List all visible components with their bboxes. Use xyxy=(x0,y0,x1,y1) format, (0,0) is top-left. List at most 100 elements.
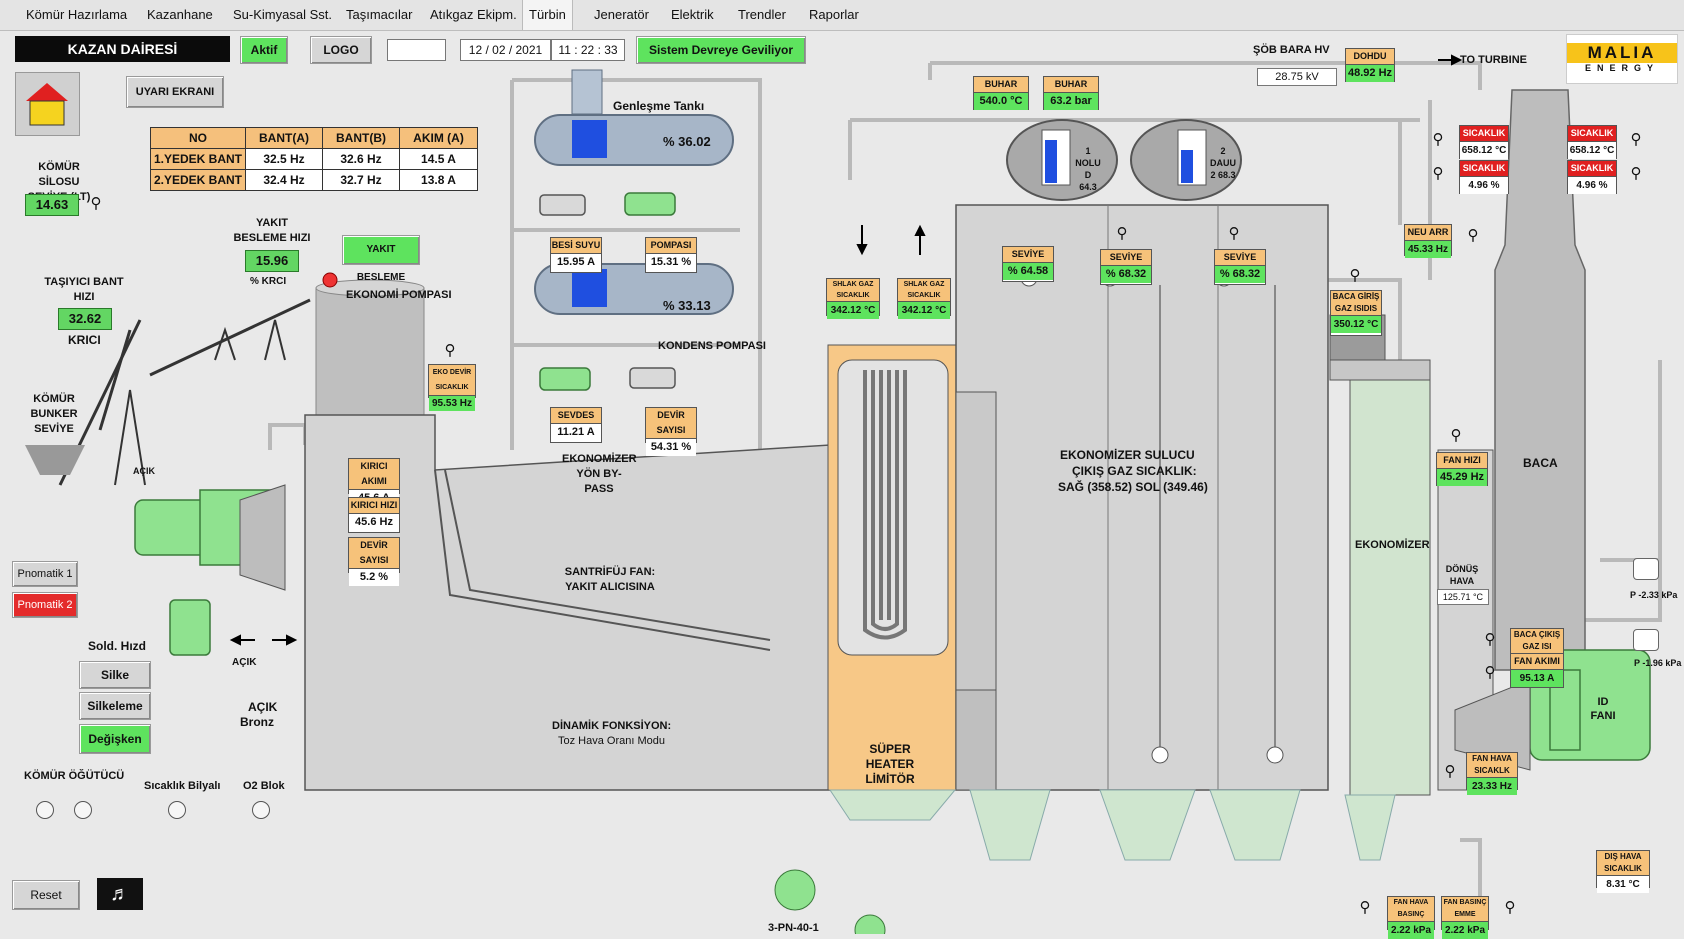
dis-hava-tag: DIŞ HAVA SICAKLIK 8.31 °C xyxy=(1596,850,1650,893)
menu-turbin[interactable]: Türbin xyxy=(522,0,573,30)
band-row2-name: 2.YEDEK BANT xyxy=(150,169,246,191)
fan-hava2-gauge-icon[interactable]: ⚲ xyxy=(1359,899,1371,916)
status-active-button[interactable]: Aktif xyxy=(240,36,288,64)
devir-sayisi-label: DEVİR SAYISI xyxy=(349,538,399,569)
baca-label: BACA xyxy=(1523,456,1558,470)
menu-raporlar[interactable]: Raporlar xyxy=(809,7,859,22)
buhar2-label: BUHAR xyxy=(1044,77,1098,93)
komur-indicator-1[interactable] xyxy=(36,801,54,819)
sh-gaz2-label: SHLAK GAZ SICAKLIK xyxy=(898,279,950,302)
o2-label: O2 Blok xyxy=(243,780,285,792)
devir-sayisi-value: 5.2 % xyxy=(349,569,399,586)
drum2-label: 2 DAUU 2 68.3 xyxy=(1210,146,1236,180)
logo-main-text: MALIA xyxy=(1567,43,1677,63)
pnomatik2-button[interactable]: Pnomatik 2 xyxy=(12,592,78,618)
seviye2-gauge-icon[interactable]: ⚲ xyxy=(1116,225,1128,242)
bunker-label: KÖMÜR BUNKER SEVİYE xyxy=(30,393,78,435)
sic2-value: 4.96 % xyxy=(1460,177,1508,194)
seviye3-gauge-icon[interactable]: ⚲ xyxy=(1228,225,1240,242)
empty-input-field[interactable] xyxy=(387,39,446,61)
band-row1-akim: 14.5 A xyxy=(399,148,478,170)
baca-cikis-gauge-icon[interactable]: ⚲ xyxy=(1484,631,1496,648)
acik-small-label: AÇIK xyxy=(232,657,257,668)
feed-button[interactable]: YAKIT BESLEME xyxy=(342,235,420,283)
menu-kazanhane[interactable]: Kazanhane xyxy=(147,7,213,22)
menu-trendler[interactable]: Trendler xyxy=(738,7,786,22)
sob-bara-value: 28.75 kV xyxy=(1257,68,1337,86)
menu-jenerator[interactable]: Jeneratör xyxy=(594,7,649,22)
silo-gauge-icon[interactable]: ⚲ xyxy=(90,195,102,212)
ekonomizer-info1: EKONOMİZER SULUCU xyxy=(1060,448,1195,462)
seviye1-tag: SEVİYE % 64.58 xyxy=(1002,246,1054,282)
seviye3-label: SEVİYE xyxy=(1215,250,1265,266)
warning-screen-button[interactable]: UYARI EKRANI xyxy=(126,76,224,108)
fan-basinc-gauge-icon[interactable]: ⚲ xyxy=(1504,899,1516,916)
sic1-tag: SICAKLIK 658.12 °C xyxy=(1459,125,1509,159)
dis-hava-label: DIŞ HAVA SICAKLIK xyxy=(1597,851,1649,876)
ekonomizer-info2: ÇIKIŞ GAZ SICAKLIK: xyxy=(1072,464,1197,478)
acik-label: AÇIK xyxy=(248,700,278,714)
conveyor-sub: KRICI xyxy=(68,333,101,347)
menu-elektrik[interactable]: Elektrik xyxy=(671,7,714,22)
silkeleme-button[interactable]: Silkeleme xyxy=(79,692,151,720)
silo-value: 14.63 xyxy=(25,194,79,216)
neu-gauge-icon[interactable]: ⚲ xyxy=(1467,227,1479,244)
speaker-icon[interactable]: ♬ xyxy=(97,878,143,910)
seviye2-label: SEVİYE xyxy=(1101,250,1151,266)
fan-hava2-value: 2.22 kPa xyxy=(1388,922,1434,939)
p1-label: P -2.33 kPa xyxy=(1630,590,1678,600)
sic2-gauge-icon[interactable]: ⚲ xyxy=(1432,165,1444,182)
kirici-akimi-tag: KIRICI AKIMI 45.6 A xyxy=(348,458,400,507)
ekonomizer-info3: SAĞ (358.52) SOL (349.46) xyxy=(1058,480,1208,494)
baca-cikis-tag: BACA ÇIKIŞ GAZ ISI FAN AKIMI 95.13 A xyxy=(1510,628,1564,688)
fan-hava2-label: FAN HAVA BASINÇ xyxy=(1388,897,1434,922)
fan-hizi-gauge-icon[interactable]: ⚲ xyxy=(1450,427,1462,444)
sic3-gauge-icon[interactable]: ⚲ xyxy=(1630,131,1642,148)
seviye2-value: % 68.32 xyxy=(1101,266,1151,283)
system-status-button[interactable]: Sistem Devreye Geviliyor xyxy=(636,36,806,64)
menu-su-kimyasal[interactable]: Su-Kimyasal Sst. xyxy=(233,7,332,22)
ekonomizer-label: EKONOMİZER xyxy=(1355,539,1430,551)
degisken-button[interactable]: Değişken xyxy=(79,724,151,754)
menu-komur[interactable]: Kömür Hazırlama xyxy=(26,7,128,22)
band-row2-akim: 13.8 A xyxy=(399,169,478,191)
fan-hizi-tag: FAN HIZI 45.29 Hz xyxy=(1436,452,1488,486)
menu-atikgaz[interactable]: Atıkgaz Ekipm. xyxy=(430,7,517,22)
sic2-label: SICAKLIK xyxy=(1460,161,1508,177)
freq-label: DOHDU xyxy=(1346,49,1394,65)
band-row1-name: 1.YEDEK BANT xyxy=(150,148,246,170)
feed-speed-label: YAKIT BESLEME HIZI xyxy=(233,217,311,244)
devir-tag: DEVİR SAYISI 54.31 % xyxy=(645,407,697,456)
sevdes-label: SEVDES xyxy=(551,408,601,424)
sic1-gauge-icon[interactable]: ⚲ xyxy=(1432,131,1444,148)
sicaklik-indicator[interactable] xyxy=(168,801,186,819)
warning-house-icon[interactable] xyxy=(15,72,80,136)
eko-gauge-icon[interactable]: ⚲ xyxy=(444,342,456,359)
fan-akimi-gauge-icon[interactable]: ⚲ xyxy=(1484,664,1496,681)
band-col-a: BANT(A) xyxy=(245,127,323,149)
silke-button[interactable]: Silke xyxy=(79,661,151,689)
donus-value: 125.71 °C xyxy=(1437,589,1489,605)
logo-button[interactable]: LOGO xyxy=(310,36,372,64)
sic3-tag: SICAKLIK 658.12 °C xyxy=(1567,125,1617,159)
table-row: 2.YEDEK BANT 32.4 Hz 32.7 Hz 13.8 A xyxy=(150,169,478,191)
drum1-label: 1 NOLU D 64.3 xyxy=(1075,146,1101,192)
sic4-tag: SICAKLIK 4.96 % xyxy=(1567,160,1617,194)
baca-giris-tag: BACA GİRİŞ GAZ ISIDIS 350.12 °C xyxy=(1330,290,1382,336)
pnomatik1-button[interactable]: Pnomatik 1 xyxy=(12,561,78,587)
band-row1-b: 32.6 Hz xyxy=(322,148,400,170)
reset-button[interactable]: Reset xyxy=(12,880,80,910)
menu-tasimacilar[interactable]: Taşımacılar xyxy=(346,7,413,22)
fan-hava-gauge-icon[interactable]: ⚲ xyxy=(1444,763,1456,780)
sic4-gauge-icon[interactable]: ⚲ xyxy=(1630,165,1642,182)
pressure-sensor-1-icon xyxy=(1633,558,1659,580)
baca-giris-gauge-icon[interactable]: ⚲ xyxy=(1349,267,1361,284)
seviye3-value: % 68.32 xyxy=(1215,266,1265,283)
sevdes-value: 11.21 A xyxy=(551,424,601,441)
pompasi-value: 15.31 % xyxy=(646,254,696,271)
komur-indicator-2[interactable] xyxy=(74,801,92,819)
o2-indicator[interactable] xyxy=(252,801,270,819)
band-row2-b: 32.7 Hz xyxy=(322,169,400,191)
fan-hava2-tag: FAN HAVA BASINÇ 2.22 kPa xyxy=(1387,896,1435,939)
pressure-sensor-2-icon xyxy=(1633,629,1659,651)
